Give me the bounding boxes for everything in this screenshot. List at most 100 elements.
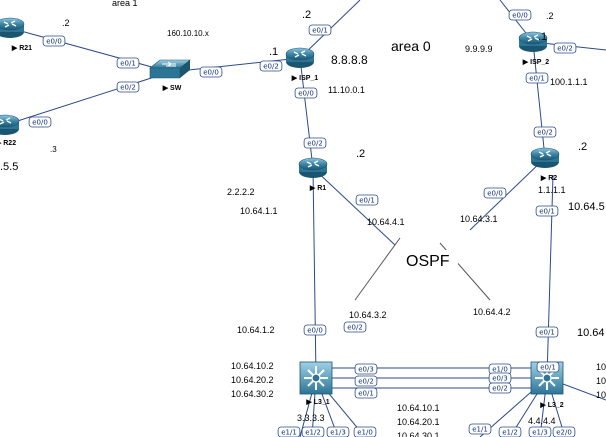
- svg-text:e1/1: e1/1: [472, 426, 488, 434]
- router-icon: [530, 147, 560, 169]
- svg-text:e0/3: e0/3: [492, 375, 508, 383]
- svg-text:e0/2: e0/2: [358, 378, 374, 386]
- svg-text:e0/1: e0/1: [358, 390, 374, 398]
- link-0: [9, 27, 171, 73]
- device-name-label: ▶ SW: [162, 85, 182, 92]
- address-label: 10.64.30.2: [231, 389, 274, 399]
- svg-text:e0/1: e0/1: [540, 364, 556, 372]
- address-label: 10.64.: [596, 362, 606, 372]
- link-11: [469, 157, 546, 231]
- address-label: .1: [538, 31, 547, 43]
- svg-text:e0/0: e0/0: [298, 90, 314, 98]
- svg-text:e0/3: e0/3: [358, 366, 374, 374]
- address-label: 10.64.3.1: [460, 214, 498, 224]
- address-label: .1: [269, 46, 278, 58]
- port-label: e0/2: [116, 81, 140, 93]
- port-label: e0/1: [308, 24, 332, 36]
- link-2: [169, 57, 301, 73]
- address-label: .2: [578, 141, 587, 153]
- port-label: e0/0: [294, 87, 318, 99]
- address-label: 10.64.20.2: [231, 375, 274, 385]
- device-name-label: ▶ R22: [0, 140, 16, 147]
- address-label: .2: [302, 9, 311, 21]
- address-label: 10.64.5: [568, 201, 605, 213]
- address-label: 10.64.1.1: [240, 206, 278, 216]
- port-label: e0/2: [488, 382, 512, 394]
- address-label: 11.10.0.1: [328, 85, 365, 95]
- svg-text:e0/2: e0/2: [263, 63, 279, 71]
- area-label: area 0: [391, 38, 431, 54]
- port-label: e1/0: [353, 426, 377, 437]
- svg-text:e0/0: e0/0: [203, 69, 219, 77]
- svg-text:e0/2: e0/2: [347, 324, 363, 332]
- address-label: 10.64.30.1: [397, 431, 440, 437]
- device-r1[interactable]: ▶ R1: [298, 157, 328, 192]
- svg-text:e0/0: e0/0: [32, 119, 48, 127]
- port-label: e0/1: [535, 326, 559, 338]
- device-sw[interactable]: ▶ SW: [149, 59, 191, 92]
- svg-text:e1/2: e1/2: [305, 429, 321, 437]
- device-r2[interactable]: ▶ R2: [530, 147, 560, 182]
- port-label: e1/1: [277, 426, 301, 437]
- port-label: e0/2: [343, 321, 367, 333]
- port-label: e0/0: [42, 35, 66, 47]
- port-label: e0/1: [525, 72, 549, 84]
- address-label: 3.3.3.3: [297, 413, 325, 423]
- device-isp-2[interactable]: ▶ ISP_2: [518, 31, 550, 66]
- svg-text:e0/2: e0/2: [537, 129, 553, 137]
- ports-layer: e0/0 e0/1 e0/1 e0/2 e0/0 e0/2 e0/0 e0/0 e0/2 e0/2…: [28, 9, 577, 437]
- address-label: 10.64.4.1: [367, 217, 405, 227]
- svg-text:e0/2: e0/2: [492, 385, 508, 393]
- address-label: 10.64: [577, 327, 605, 339]
- port-label: e2/0: [552, 426, 576, 437]
- address-label: 4.4.4.4: [528, 416, 556, 426]
- port-label: e0/0: [508, 9, 532, 21]
- port-label: e1/2: [498, 426, 522, 437]
- address-label: 160.10.10.x: [167, 29, 209, 38]
- svg-text:e2/0: e2/0: [556, 429, 572, 437]
- svg-text:e0/2: e0/2: [120, 84, 136, 92]
- router-icon: [285, 47, 315, 69]
- ospf-label: OSPF: [406, 253, 450, 270]
- switch-icon: [149, 59, 191, 79]
- device-name-label: ▶ ISP_2: [522, 59, 550, 66]
- device-isp-1[interactable]: ▶ ISP_1: [285, 47, 318, 82]
- device-r21[interactable]: ▶ R21: [0, 17, 32, 52]
- address-label: 10.64.: [596, 376, 606, 386]
- port-label: e0/1: [536, 361, 560, 373]
- address-label: .2: [356, 148, 365, 160]
- port-label: e1/3: [326, 426, 350, 437]
- svg-text:e1/0: e1/0: [357, 429, 373, 437]
- device-name-label: ▶ R21: [11, 45, 32, 52]
- address-label: 8.8.8.8: [331, 53, 368, 67]
- address-label: 10.64.4.2: [473, 307, 511, 317]
- svg-text:e0/1: e0/1: [120, 60, 136, 68]
- address-label: 9.9.9.9: [465, 44, 493, 54]
- address-label: .2: [546, 11, 554, 21]
- router-icon: [0, 114, 20, 136]
- device-l3-1[interactable]: ▶ L3_1: [299, 361, 333, 406]
- svg-text:e1/3: e1/3: [532, 429, 548, 437]
- port-label: e0/2: [303, 137, 327, 149]
- port-label: e0/0: [28, 116, 52, 128]
- svg-text:e0/1: e0/1: [529, 75, 545, 83]
- svg-text:e0/0: e0/0: [307, 327, 323, 335]
- address-label: 10.64.20.1: [397, 417, 440, 427]
- port-label: e0/1: [535, 205, 559, 217]
- link-9: [546, 174, 554, 379]
- address-label: 10.64.1.2: [237, 325, 275, 335]
- device-r22[interactable]: ▶ R22: [0, 114, 20, 147]
- port-label: e0/2: [533, 126, 557, 138]
- address-label: 10.64.3.2: [349, 310, 387, 320]
- address-label: 1.1.1.1: [538, 185, 566, 195]
- svg-text:e0/1: e0/1: [539, 329, 555, 337]
- port-label: e0/2: [553, 42, 577, 54]
- address-label: .5.5: [0, 161, 18, 173]
- link-1: [4, 71, 171, 126]
- device-name-label: ▶ L3_2: [539, 402, 563, 409]
- address-label: 100.1.1.1: [550, 77, 588, 87]
- svg-text:e0/1: e0/1: [312, 27, 328, 35]
